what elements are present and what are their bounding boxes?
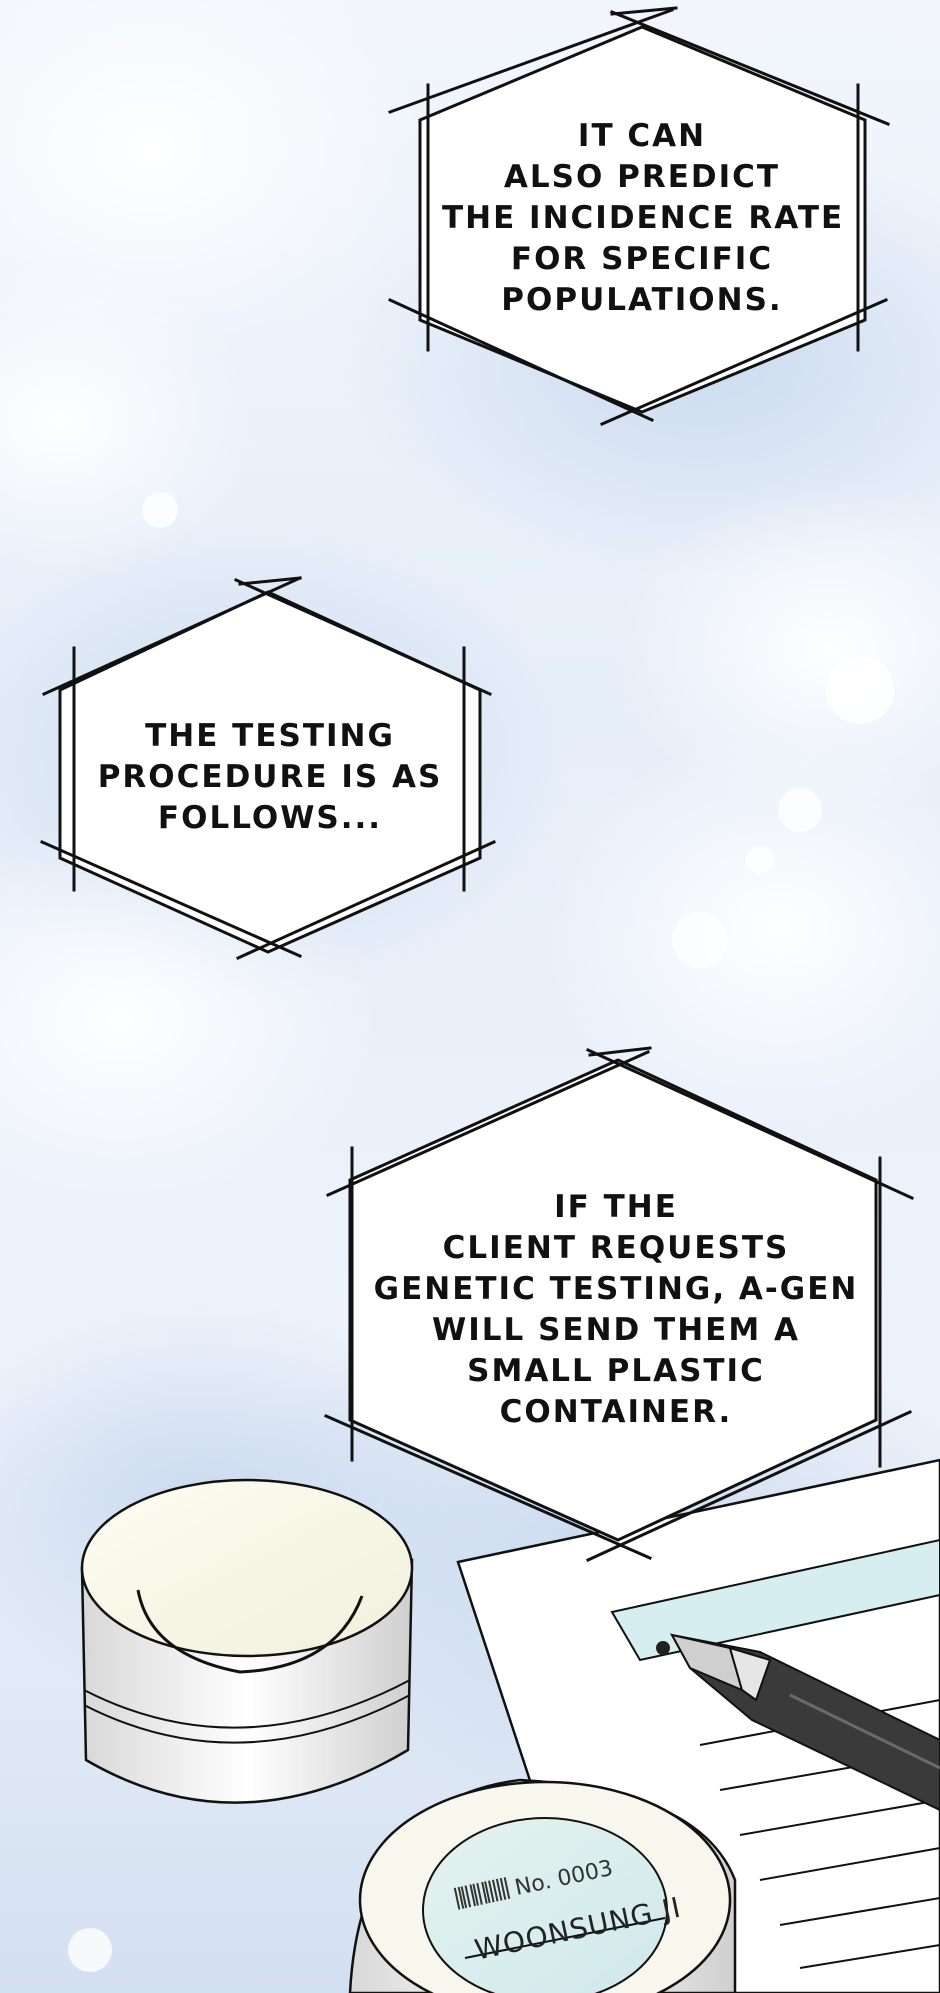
caption-2-line: PROCEDURE IS AS xyxy=(97,759,443,795)
caption-3-line: IF THE xyxy=(554,1189,678,1225)
caption-3-line: WILL SEND THEM A xyxy=(432,1312,800,1348)
caption-3-line: CONTAINER. xyxy=(499,1394,733,1430)
barcode-icon xyxy=(453,1877,511,1910)
caption-3-line: CLIENT REQUESTS xyxy=(442,1230,790,1266)
caption-1: IT CAN ALSO PREDICT THE INCIDENCE RATE F… xyxy=(442,116,842,321)
caption-3: IF THE CLIENT REQUESTS GENETIC TESTING, … xyxy=(366,1187,866,1433)
caption-3-line: SMALL PLASTIC xyxy=(467,1353,765,1389)
caption-1-line: POPULATIONS. xyxy=(501,282,783,318)
jar-label-name: WOONSUNG JI xyxy=(472,1891,684,1967)
caption-3-line: GENETIC TESTING, A-GEN xyxy=(373,1271,859,1307)
caption-2-line: THE TESTING xyxy=(145,718,395,754)
caption-1-line: IT CAN xyxy=(577,118,707,154)
caption-1-frame xyxy=(418,25,867,414)
caption-2-line: FOLLOWS... xyxy=(157,800,383,836)
jar-label-group: No. 0003 WOONSUNG JI xyxy=(453,1856,684,1967)
caption-1-line: ALSO PREDICT xyxy=(503,159,781,195)
caption-1-line: THE INCIDENCE RATE xyxy=(442,200,845,236)
caption-1-line: FOR SPECIFIC xyxy=(510,241,774,277)
caption-2: THE TESTING PROCEDURE IS AS FOLLOWS... xyxy=(80,716,460,839)
jar-label-number: No. 0003 xyxy=(513,1856,616,1901)
